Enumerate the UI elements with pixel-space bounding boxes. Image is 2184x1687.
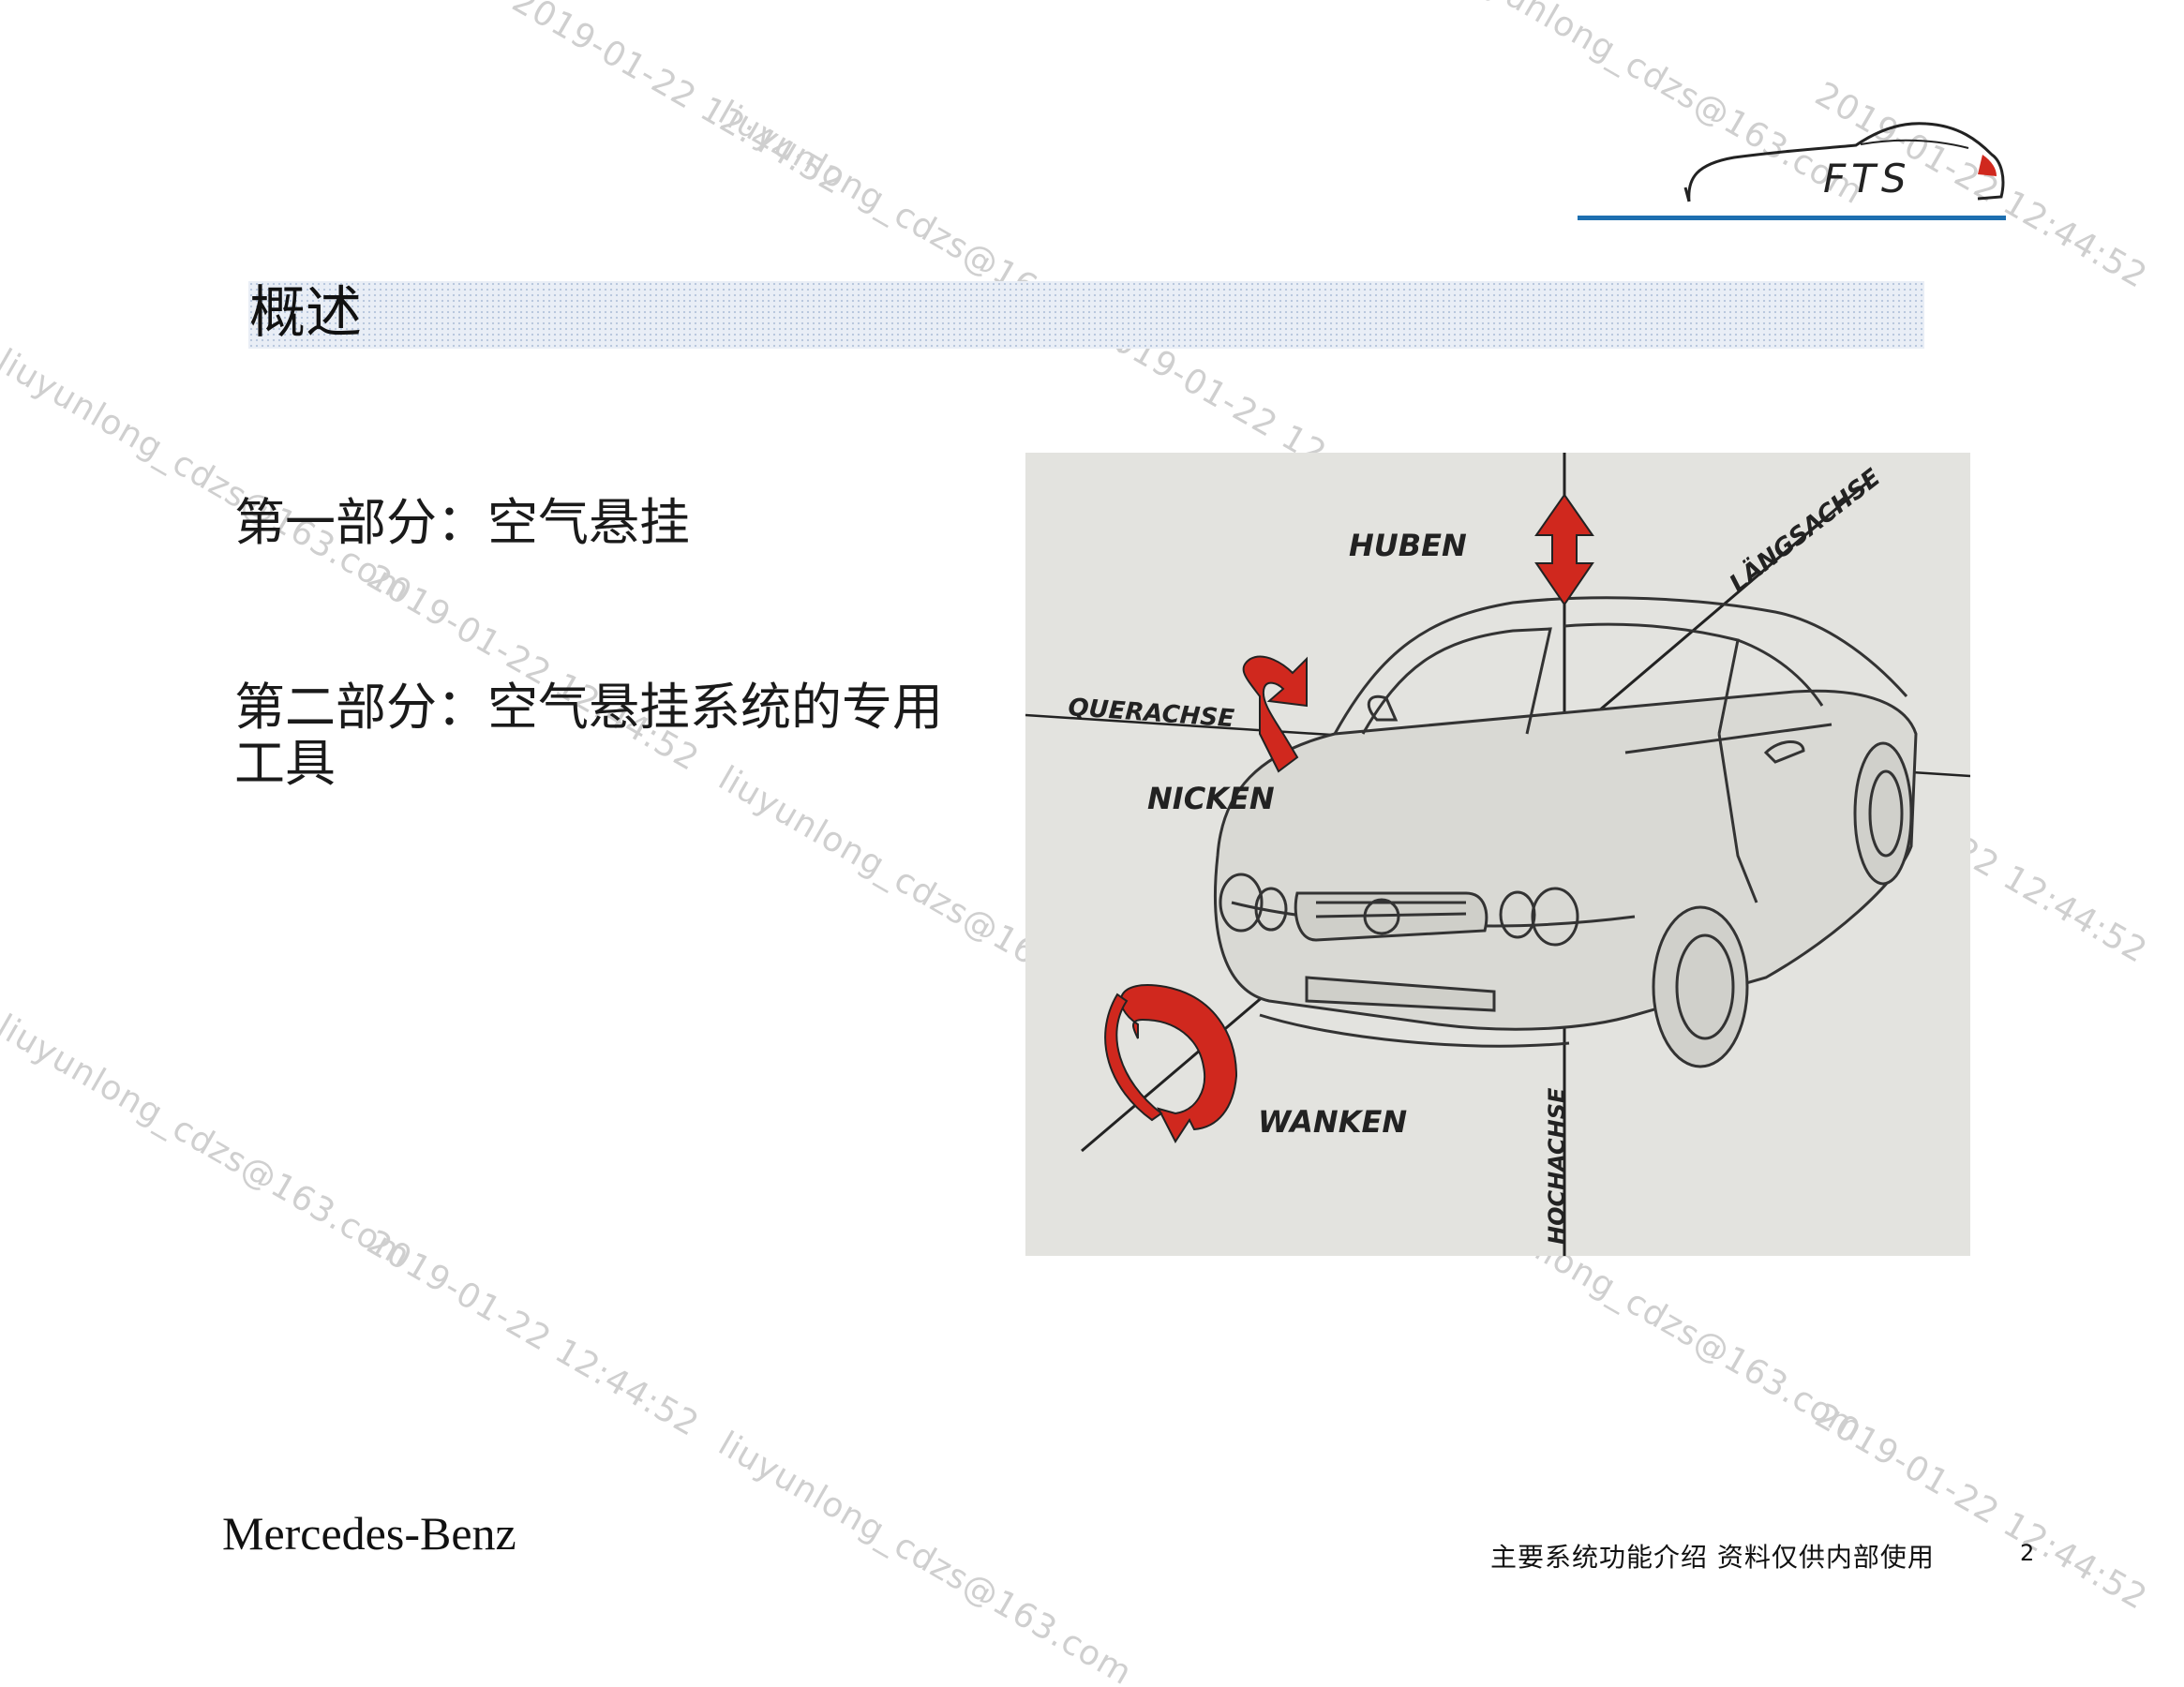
title-band (248, 281, 1924, 349)
header-rule (1578, 216, 2006, 220)
label-wanken: WANKEN (1258, 1104, 1407, 1140)
page-title: 概述 (249, 280, 362, 346)
agenda-item-2: 第二部分：空气悬挂系统的专用工具 (234, 678, 943, 793)
label-huben: HUBEN (1349, 528, 1467, 563)
car-silhouette-icon: FTS (1683, 122, 2005, 202)
label-nicken: NICKEN (1147, 781, 1275, 816)
page-number: 2 (2020, 1540, 2035, 1566)
car-sketch-image: HUBEN LÄNGSACHSE QUERACHSE NICKEN WANKEN… (1025, 453, 1970, 1256)
suspension-axes-illustration: HUBEN LÄNGSACHSE QUERACHSE NICKEN WANKEN… (1025, 453, 1970, 1256)
label-hochachse: HOCHACHSE (1544, 1087, 1570, 1245)
agenda-item-1: 第一部分：空气悬挂 (234, 493, 690, 552)
logo-text: FTS (1823, 156, 1911, 202)
watermark-email: liuyunlong_cdzs@163.com (0, 342, 417, 611)
footer-note: 主要系统功能介绍 资料仅供内部使用 (1490, 1542, 1935, 1573)
brand-wordmark: Mercedes-Benz (222, 1507, 516, 1560)
watermark-timestamp: 2019-01-22 12:44:52 (360, 1223, 706, 1445)
fts-logo: FTS (1678, 112, 2015, 225)
watermark-email: liuyunlong_cdzs@163.com (711, 1425, 1139, 1687)
watermark-timestamp: 2019-01-22 12:44:52 (1808, 1396, 2154, 1619)
watermark-email: liuyunlong_cdzs@163.com (0, 1008, 417, 1276)
